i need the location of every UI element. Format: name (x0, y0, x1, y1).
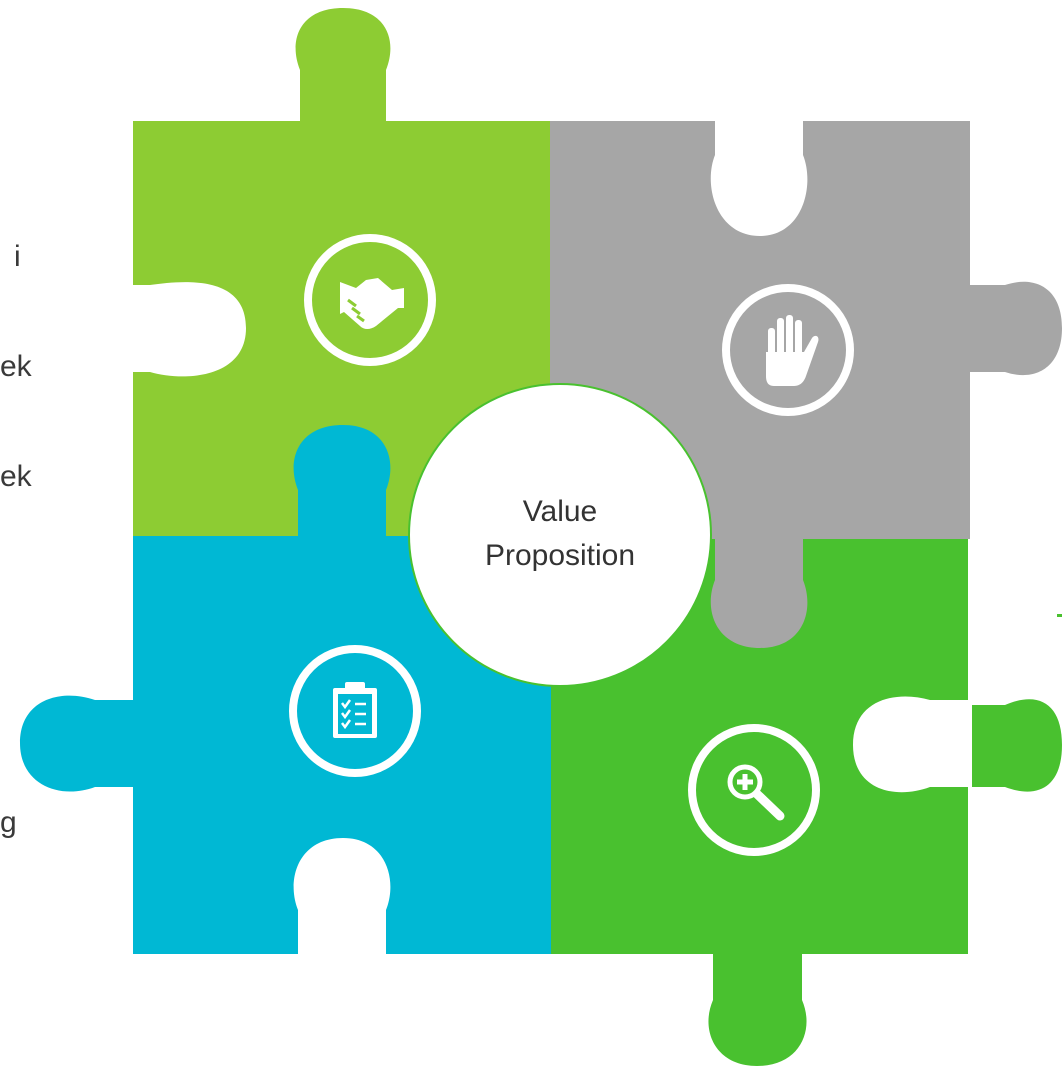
stop-hand-icon (766, 315, 819, 386)
icon-ring-bottom-left (289, 645, 421, 777)
center-label-line1: Value (522, 495, 598, 528)
icon-ring-top-left (304, 234, 436, 366)
notch-bottom-left (293, 838, 391, 958)
icon-ring-top-right (722, 284, 854, 416)
center-label: Value Proposition (410, 490, 710, 578)
right-edge-dash (1057, 614, 1062, 617)
notch-top-right (710, 118, 808, 236)
icon-ring-bottom-right (688, 724, 820, 856)
notch-bottom-right (853, 696, 972, 793)
center-label-line2: Proposition (484, 539, 636, 572)
left-text-fragment-3: ek (0, 460, 32, 493)
notch-top-left (130, 282, 246, 377)
left-text-fragment-4: g (0, 806, 17, 839)
left-text-fragment-1: i (14, 240, 21, 273)
handshake-icon (340, 278, 404, 329)
clipboard-checklist-icon (333, 682, 377, 738)
magnifier-plus-icon (727, 764, 785, 821)
left-text-fragment-2: ek (0, 350, 32, 383)
center-circle (408, 383, 712, 687)
